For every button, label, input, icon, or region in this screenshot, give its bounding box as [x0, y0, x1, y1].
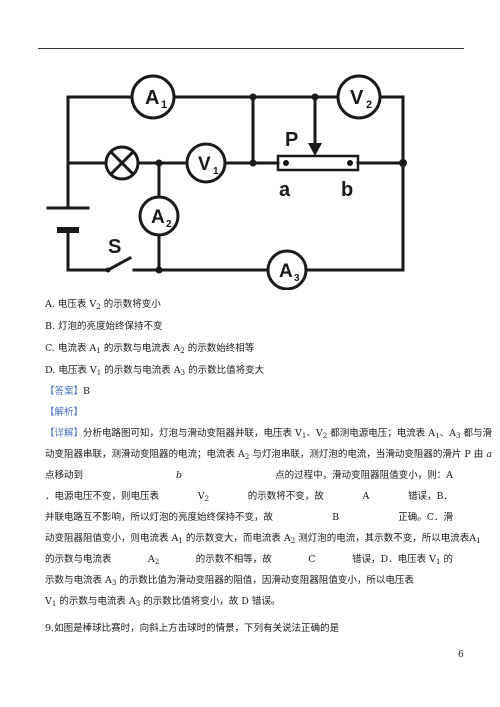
header-rule [38, 48, 464, 49]
explanation-line-2: 动变阻器串联，测滑动变阻器的电流；电流表 A2 与灯泡串联，测灯泡的电流，当滑动… [45, 449, 493, 461]
voltmeter-v2-sub: 2 [366, 99, 372, 111]
switch-label: S [108, 236, 121, 258]
ammeter-a2-icon [138, 195, 180, 237]
ammeter-a1-label: A [145, 87, 159, 109]
analysis-tag: 【解析】 [45, 407, 84, 418]
ammeter-a3-label: A [279, 261, 293, 282]
voltmeter-v2-icon [336, 74, 382, 120]
ammeter-a2-label: A [151, 207, 165, 228]
circuit-diagram: A 1 V 2 V 1 A 2 A 3 P a b S [46, 74, 407, 290]
option-d: D. 电压表 V1 的示数与电流表 A3 的示数比值将变大 [45, 365, 265, 377]
slider-label: P [285, 129, 298, 151]
voltmeter-v1-label: V [198, 154, 211, 175]
answer-tag: 【答案】 [45, 386, 84, 397]
answer-line: 【答案】B [45, 385, 90, 398]
page-number: 6 [458, 650, 464, 660]
option-a: A. 电压表 V2 的示数将变小 [45, 299, 161, 311]
end-a-label: a [279, 179, 291, 201]
explanation-line-9: V1 的示数与电流表 A3 的示数比值将变小，故 D 错误。 [45, 596, 281, 608]
option-b: B. 灯泡的亮度始终保持不变 [45, 321, 163, 332]
ammeter-a2-sub: 2 [166, 219, 172, 230]
answer-value: B [83, 386, 90, 397]
ammeter-a1-sub: 1 [161, 99, 167, 111]
voltmeter-v1-icon [185, 142, 227, 184]
next-question: 9.如图是棒球比赛时，向斜上方击球时的情景，下列有关说法正确的是 [45, 623, 340, 634]
explanation-line-1: 【详解】分析电路图可知，灯泡与滑动变阻器并联，电压表 V1、V2 都测电源电压；… [45, 428, 492, 440]
ammeter-a1-icon [130, 74, 176, 120]
slider-arrow [308, 143, 322, 156]
voltmeter-v2-label: V [350, 87, 364, 109]
voltmeter-v1-sub: 1 [213, 166, 219, 177]
explanation-line-6: 动变阻器阻值变小，则电流表 A1 的示数变大，而电流表 A2 测灯泡的电流，其示… [45, 533, 481, 545]
ammeter-a3-sub: 3 [294, 273, 300, 284]
ammeter-a3-icon [266, 249, 308, 290]
explanation-line-8: 示数与电流表 A3 的示数比值为滑动变阻器的阻值，因滑动变阻器阻值变小，所以电压… [45, 575, 414, 587]
end-b-label: b [341, 179, 353, 201]
option-c: C. 电流表 A1 的示数与电流表 A2 的示数始终相等 [45, 343, 255, 355]
